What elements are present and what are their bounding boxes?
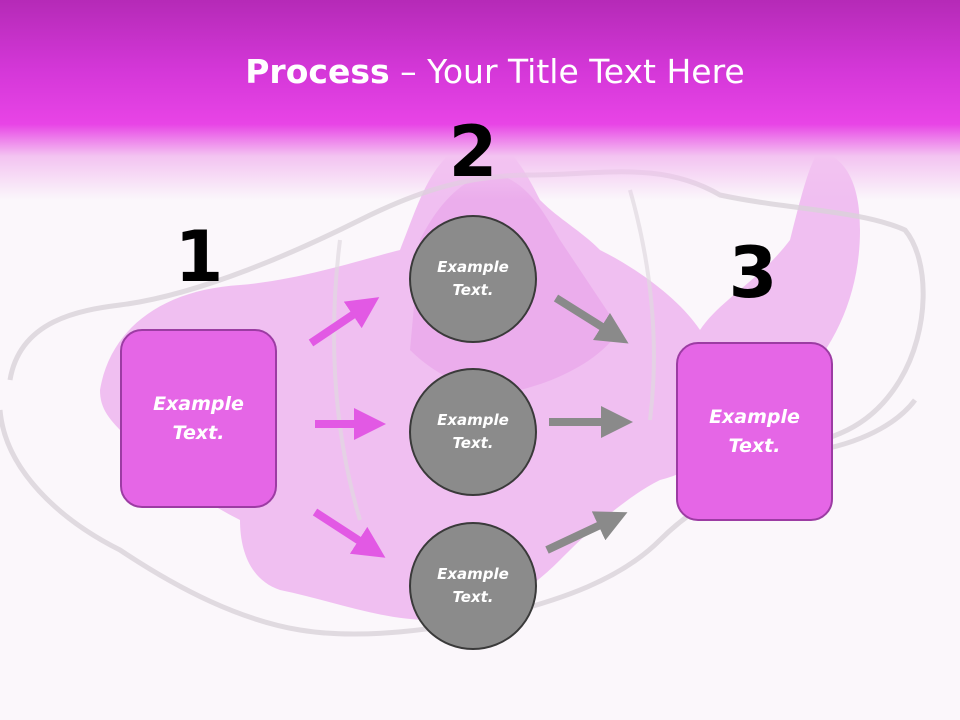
step-number-1: 1 xyxy=(174,216,224,298)
title-bold: Process xyxy=(245,52,390,91)
circle-top-line-1: Example xyxy=(437,258,509,276)
step-3-line-1: Example xyxy=(709,405,800,428)
title-rest: – Your Title Text Here xyxy=(389,52,745,91)
step-3-text: Example Text. xyxy=(709,403,800,461)
step-1-line-1: Example xyxy=(153,392,244,415)
step-1-line-2: Text. xyxy=(172,421,225,444)
arrow-top-circle-to-step3 xyxy=(553,294,629,344)
title-banner xyxy=(0,0,960,200)
step-3-box[interactable]: Example Text. xyxy=(676,342,833,521)
arrow-step1-to-bottom-circle xyxy=(312,508,386,558)
step-number-3: 3 xyxy=(728,232,778,314)
arrow-bottom-circle-to-step3 xyxy=(545,511,628,554)
step-1-box[interactable]: Example Text. xyxy=(120,329,277,508)
circle-middle-line-2: Text. xyxy=(452,434,494,452)
circle-bottom-line-1: Example xyxy=(437,565,509,583)
step-3-line-2: Text. xyxy=(728,434,781,457)
slide-title: Process – Your Title Text Here xyxy=(0,52,960,91)
circle-top-line-2: Text. xyxy=(452,281,494,299)
circle-middle-line-1: Example xyxy=(437,411,509,429)
circle-bottom-line-2: Text. xyxy=(452,588,494,606)
step-number-2: 2 xyxy=(448,111,498,193)
arrow-step1-to-top-circle xyxy=(308,297,380,347)
step-1-text: Example Text. xyxy=(153,390,244,448)
